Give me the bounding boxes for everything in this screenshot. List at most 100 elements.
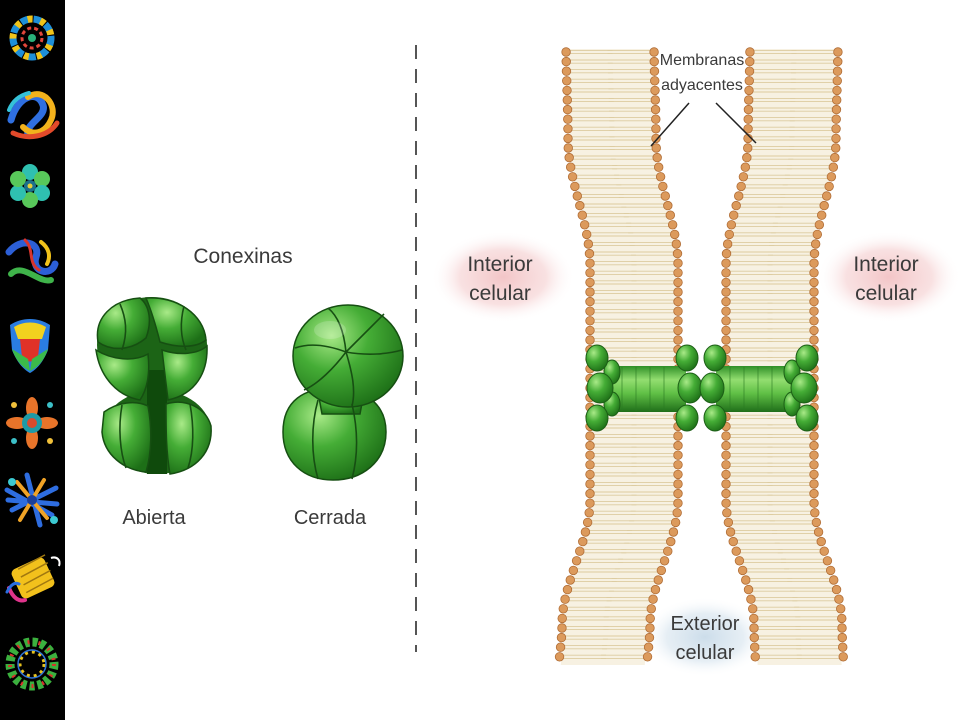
lipid-head (564, 152, 574, 163)
pointer-right-membrane (715, 102, 757, 144)
lipid-head (721, 248, 732, 259)
protein-flower-image (10, 164, 50, 208)
lipid-head (565, 162, 576, 172)
lipid-head (660, 191, 670, 201)
lipid-head (738, 172, 749, 182)
left-membrane (554, 47, 683, 665)
lipid-head (643, 642, 654, 652)
lipid-head (658, 181, 668, 192)
lipid-head (834, 594, 844, 604)
lipid-head (809, 335, 819, 345)
lipid-head (737, 565, 748, 576)
lipid-head (673, 488, 683, 499)
lipid-head (578, 536, 588, 547)
lipid-head (563, 124, 573, 134)
lipid-head (642, 652, 653, 662)
lipid-head (646, 604, 656, 614)
lipid-head (831, 114, 841, 124)
lipid-head (728, 536, 738, 547)
lipid-head (721, 488, 731, 499)
lipid-head (673, 431, 683, 441)
protein-complex-image (4, 472, 60, 528)
lipid-head (831, 143, 841, 153)
lipid-head (837, 623, 847, 633)
lipid-head (822, 191, 832, 201)
lipid-head (562, 104, 573, 115)
lipid-head (672, 508, 682, 518)
connexins-title: Conexinas (193, 245, 292, 268)
lipid-head (809, 316, 819, 326)
lipid-head (831, 584, 842, 595)
lipid-head (585, 479, 595, 489)
lipid-head (584, 248, 595, 259)
lipid-head (673, 277, 683, 288)
lipid-head (811, 517, 822, 528)
lipid-head (653, 162, 664, 172)
interior-left-line2: celular (469, 282, 531, 305)
lipid-head (575, 546, 585, 556)
interior-left-highlight (431, 231, 575, 323)
lipid-head (731, 200, 741, 211)
lipid-head (809, 287, 819, 297)
lipid-head (557, 623, 567, 633)
lipid-head (809, 325, 819, 336)
left-connexon-cylinder (608, 366, 686, 412)
lipid-head (743, 114, 753, 124)
lipid-head (721, 277, 731, 288)
lipid-head (721, 460, 731, 470)
protein-helix-image (5, 238, 59, 284)
lipid-head (809, 296, 819, 307)
cylinder-stripes (621, 367, 773, 411)
lipid-head (572, 191, 582, 201)
lipid-head (829, 575, 839, 585)
lipid-head (673, 460, 683, 470)
open-connexin (95, 297, 212, 475)
lipid-head (721, 287, 731, 297)
lipid-head (809, 258, 819, 268)
lipid-head (651, 143, 661, 153)
lipid-head (749, 623, 759, 633)
lipid-head (670, 517, 681, 528)
lipid-head (665, 210, 676, 220)
right-connexon-cylinder (716, 366, 794, 412)
protein-cross-image (6, 397, 58, 449)
lipid-head (645, 613, 655, 624)
interior-right-line2: celular (855, 282, 917, 305)
lipid-head (816, 210, 827, 220)
lipid-head (728, 210, 739, 220)
lipid-head (585, 450, 595, 460)
lipid-head (721, 296, 731, 307)
lipid-head (743, 104, 754, 115)
protein-ribbon-image (7, 91, 60, 140)
closed-connexin-label: Cerrada (294, 507, 367, 529)
lipid-head (748, 604, 758, 614)
lipid-head (585, 296, 595, 307)
lipid-head (736, 181, 746, 192)
lipid-head (585, 460, 595, 470)
lipid-head (561, 66, 572, 76)
lipid-head (809, 460, 819, 470)
lipid-head (653, 575, 663, 585)
lipid-head (651, 133, 661, 144)
lipid-head (673, 335, 683, 345)
interior-right-line1: Interior (853, 253, 918, 276)
lipid-head (585, 469, 595, 480)
lipid-head (743, 584, 754, 595)
lipid-head (656, 565, 667, 576)
lipid-head (651, 114, 661, 124)
lipid-tails (563, 49, 674, 659)
lipid-head (721, 335, 731, 345)
lipid-head (571, 556, 582, 566)
lipid-head (743, 143, 753, 153)
lipid-head (744, 66, 755, 76)
protein-shield-image (10, 319, 50, 373)
lipid-head (741, 575, 751, 585)
lipid-head (819, 200, 829, 211)
lipid-head (721, 469, 731, 480)
membranes-label-line2: adyacentes (661, 77, 743, 94)
lipid-head (585, 277, 595, 288)
lipid-head (724, 229, 735, 240)
lipid-head (721, 316, 731, 326)
lipid-head (830, 152, 840, 163)
lipid-head (725, 527, 736, 537)
